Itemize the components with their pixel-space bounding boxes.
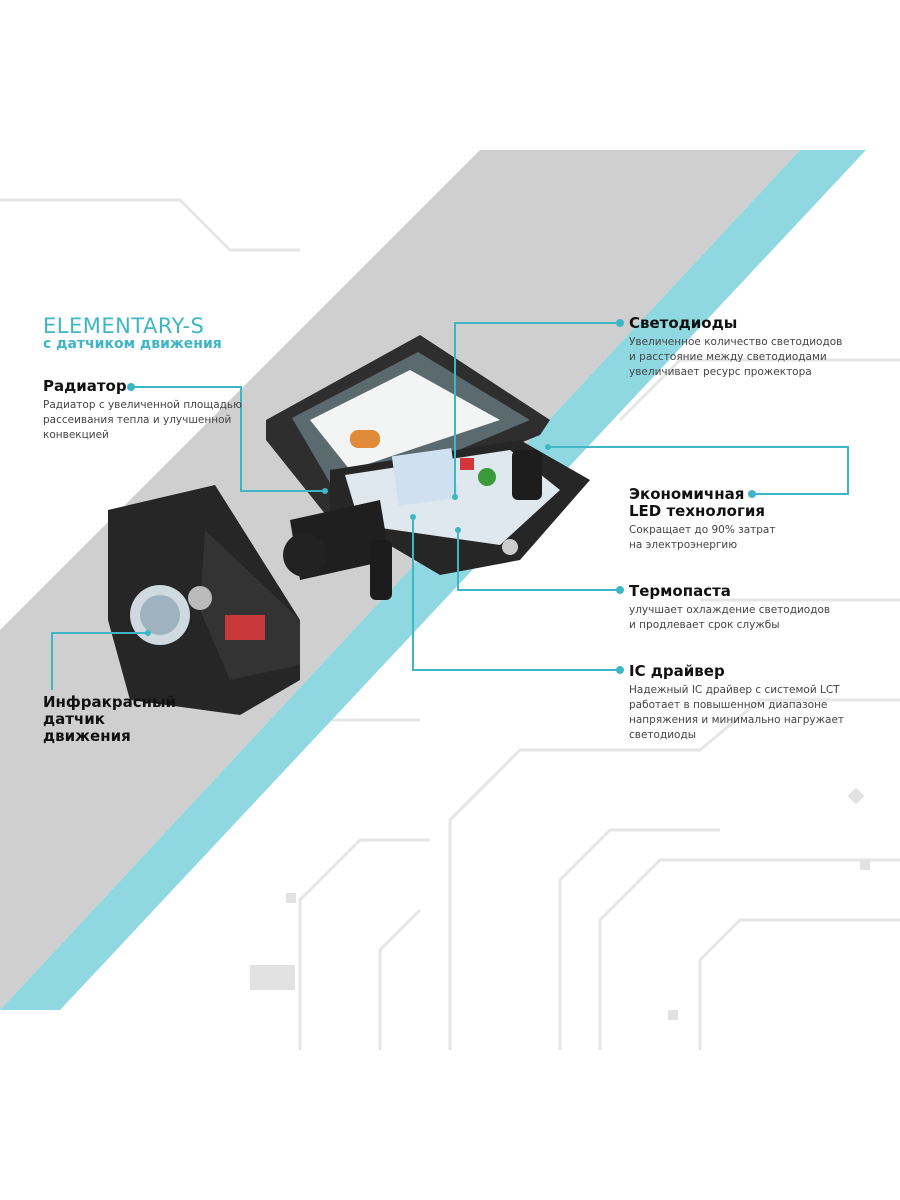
feature-title: Радиатор [43,377,127,395]
feature-desc-line: увеличивает ресурс прожектора [629,366,812,378]
feature-desc-line: и продлевает срок службы [629,619,780,631]
feature-led-tech: Экономичная LED технология Сокращает до … [629,486,775,553]
brand-block: ELEMENTARY-S с датчиком движения [43,314,222,352]
feature-desc-line: Сокращает до 90% затрат [629,524,776,536]
feature-desc-line: рассеивания тепла и улучшенной [43,414,232,426]
feature-title: LED технология [629,502,765,520]
feature-title: Инфракрасный [43,693,177,711]
feature-desc-line: работает в повышенном диапазоне [629,699,828,711]
cyan-band [0,150,866,1010]
circuit-pattern [0,198,900,1050]
feature-desc-line: светодиоды [629,729,697,741]
feature-title: Светодиоды [629,314,738,332]
feature-title: движения [43,727,131,745]
feature-title: IC драйвер [629,662,725,680]
circuit-nodes [250,787,870,1020]
feature-desc-line: Радиатор с увеличенной площадью [43,399,242,411]
product-subtitle: с датчиком движения [43,336,222,352]
feature-paste: Термопаста улучшает охлаждение светодиод… [629,583,830,633]
leader-dots [127,319,756,674]
feature-desc-line: улучшает охлаждение светодиодов [629,604,831,616]
feature-leds: Светодиоды Увеличенное количество светод… [629,315,842,380]
feature-sensor: Инфракрасный датчик движения [43,694,176,745]
feature-desc-line: на электроэнергию [629,539,738,551]
feature-desc-line: конвекцией [43,429,109,441]
feature-title: Экономичная [629,485,745,503]
feature-title: датчик [43,710,105,728]
feature-desc-line: напряжения и минимально нагружает [629,714,845,726]
feature-driver: IC драйвер Надежный IC драйвер с системо… [629,663,844,743]
feature-desc-line: Надежный IC драйвер с системой LCT [629,684,840,696]
feature-radiator: Радиатор Радиатор с увеличенной площадью… [43,378,242,443]
leader-lines [51,322,849,690]
product-title: ELEMENTARY-S [43,314,205,338]
feature-title: Термопаста [629,582,731,600]
feature-desc-line: Увеличенное количество светодиодов [629,336,843,348]
feature-desc-line: и расстояние между светодиодами [629,351,827,363]
